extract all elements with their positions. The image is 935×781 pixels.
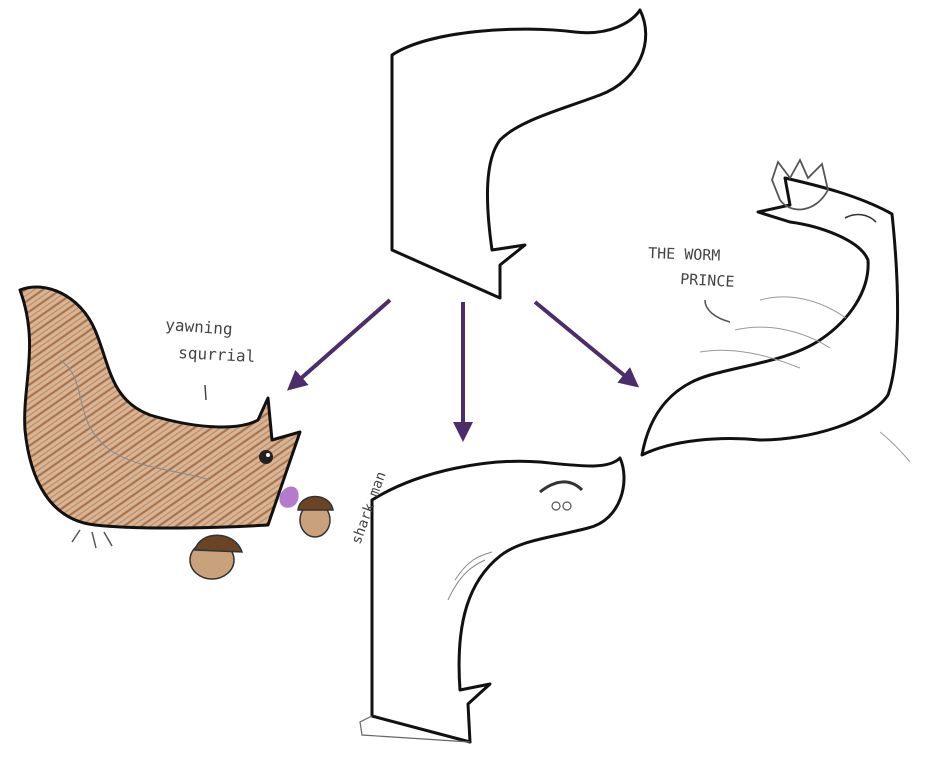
acorn-icon xyxy=(189,534,244,580)
template-shape xyxy=(390,8,648,300)
squirrel-eye xyxy=(259,450,273,464)
arrow-left xyxy=(286,298,392,391)
acorn-icon xyxy=(297,495,334,538)
worm-label-line2: PRINCE xyxy=(680,270,735,291)
squirrel-tongue xyxy=(279,486,299,508)
squirrel-label-line1: yawning xyxy=(165,315,234,339)
worm-drawing: THE WORM PRINCE xyxy=(640,157,911,463)
squirrel-label-line2: squrrial xyxy=(178,343,256,366)
arrow-right xyxy=(533,300,640,388)
squirrel-drawing: yawning squrrial xyxy=(18,285,334,580)
worm-label-line1: THE WORM xyxy=(648,244,721,265)
arrows xyxy=(286,298,640,442)
shark-drawing: shark man xyxy=(349,456,626,744)
crown-icon xyxy=(771,157,829,211)
